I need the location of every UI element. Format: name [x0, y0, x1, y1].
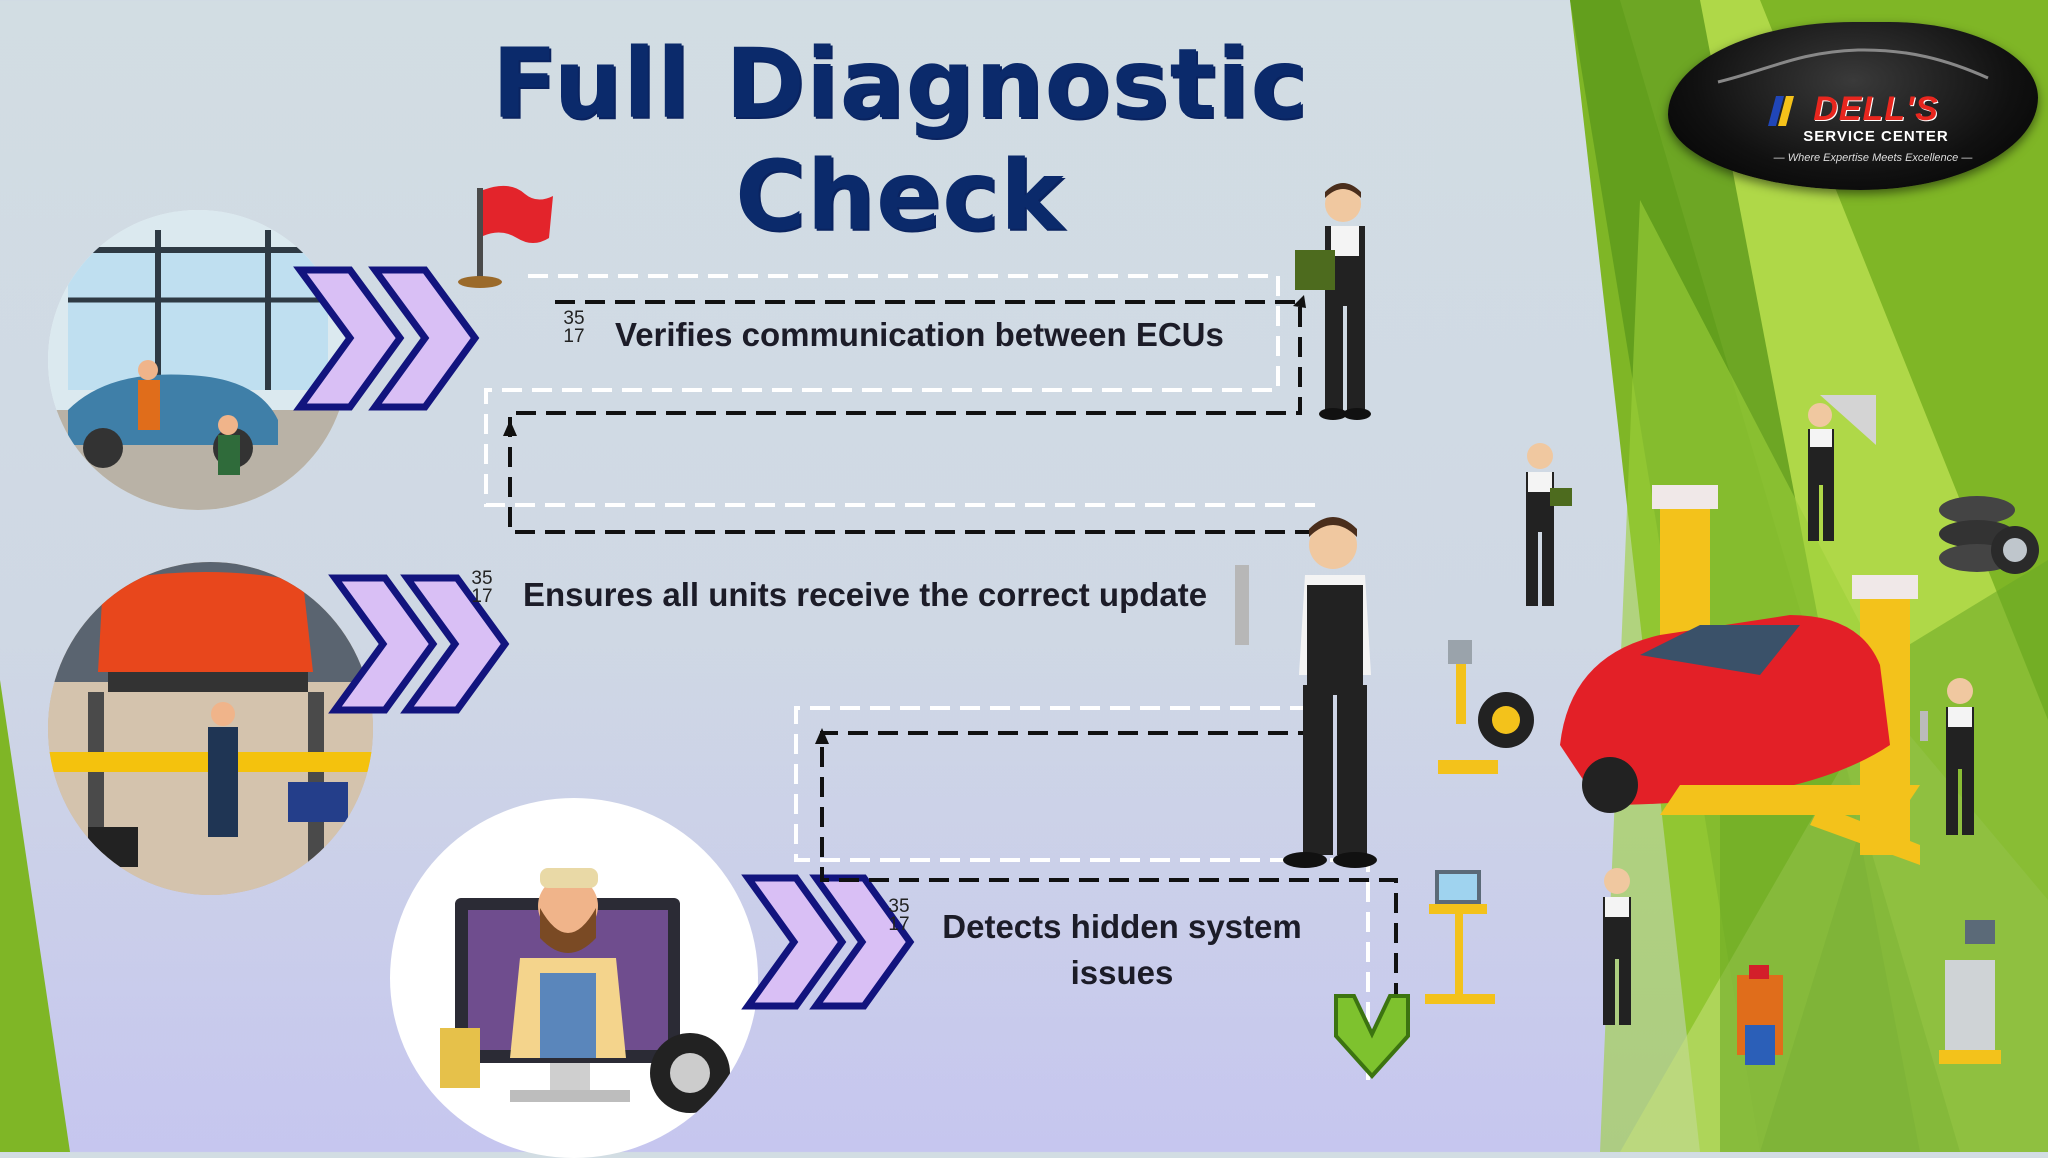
car-silhouette-icon — [1717, 48, 1989, 84]
step-badge-2: 35 17 — [468, 568, 496, 607]
mechanic-figure-2 — [1235, 517, 1377, 868]
logo-tagline: — Where Expertise Meets Excellence — — [1773, 152, 1973, 164]
mechanic-figure-1 — [1295, 183, 1371, 420]
chevron-arrows-1 — [293, 266, 480, 411]
mechanic-figure-5 — [1920, 678, 1974, 835]
wheel-balancer-icon — [1438, 640, 1534, 774]
step-badge-3-top: 35 — [888, 896, 910, 917]
step-badge-1-bottom: 17 — [563, 326, 585, 347]
chevron-arrows-2 — [328, 574, 510, 714]
chevron-arrows-3 — [741, 874, 915, 1010]
scanner-station-icon — [1939, 920, 2001, 1064]
mechanic-figure-6 — [1603, 868, 1631, 1025]
flag-icon — [458, 185, 553, 288]
mechanic-figure-4 — [1808, 395, 1876, 541]
step-badge-3-bottom: 17 — [888, 914, 910, 935]
step-badge-3: 35 17 — [885, 896, 913, 935]
page-title: Full Diagnostic Check — [491, 28, 1309, 252]
step-text-2: Ensures all units receive the correct up… — [523, 576, 1208, 613]
mechanic-computer-illustration — [390, 798, 758, 1158]
step-badge-1-top: 35 — [563, 308, 585, 329]
step-text-3: Detects hidden system issues — [922, 904, 1322, 996]
logo-brand-text: DELL'S — [1813, 90, 1939, 128]
step-badge-2-bottom: 17 — [471, 586, 493, 607]
mechanic-figure-3 — [1526, 443, 1572, 606]
step-text-1: Verifies communication between ECUs — [615, 316, 1224, 353]
brand-logo: DELL'S SERVICE CENTER — Where Expertise … — [1668, 22, 2038, 190]
logo-subtitle: SERVICE CENTER — [1803, 128, 1949, 145]
step-text-3-line2: issues — [1070, 954, 1174, 991]
garage-scene-illustration-2 — [48, 562, 373, 895]
step-text-3-line1: Detects hidden system — [942, 908, 1302, 945]
step-badge-1: 35 17 — [560, 308, 588, 347]
diagnostic-cart-icon — [1425, 870, 1495, 1004]
garage-scene-illustration-1 — [48, 210, 348, 510]
car-lift-illustration — [1560, 485, 1920, 865]
tire-stack-icon — [1939, 496, 2039, 574]
brand-stripes-icon — [1768, 96, 1794, 126]
step-badge-2-top: 35 — [471, 568, 493, 589]
tool-cabinet-icon — [1737, 965, 1783, 1065]
down-chevron-icon — [1334, 994, 1410, 1079]
